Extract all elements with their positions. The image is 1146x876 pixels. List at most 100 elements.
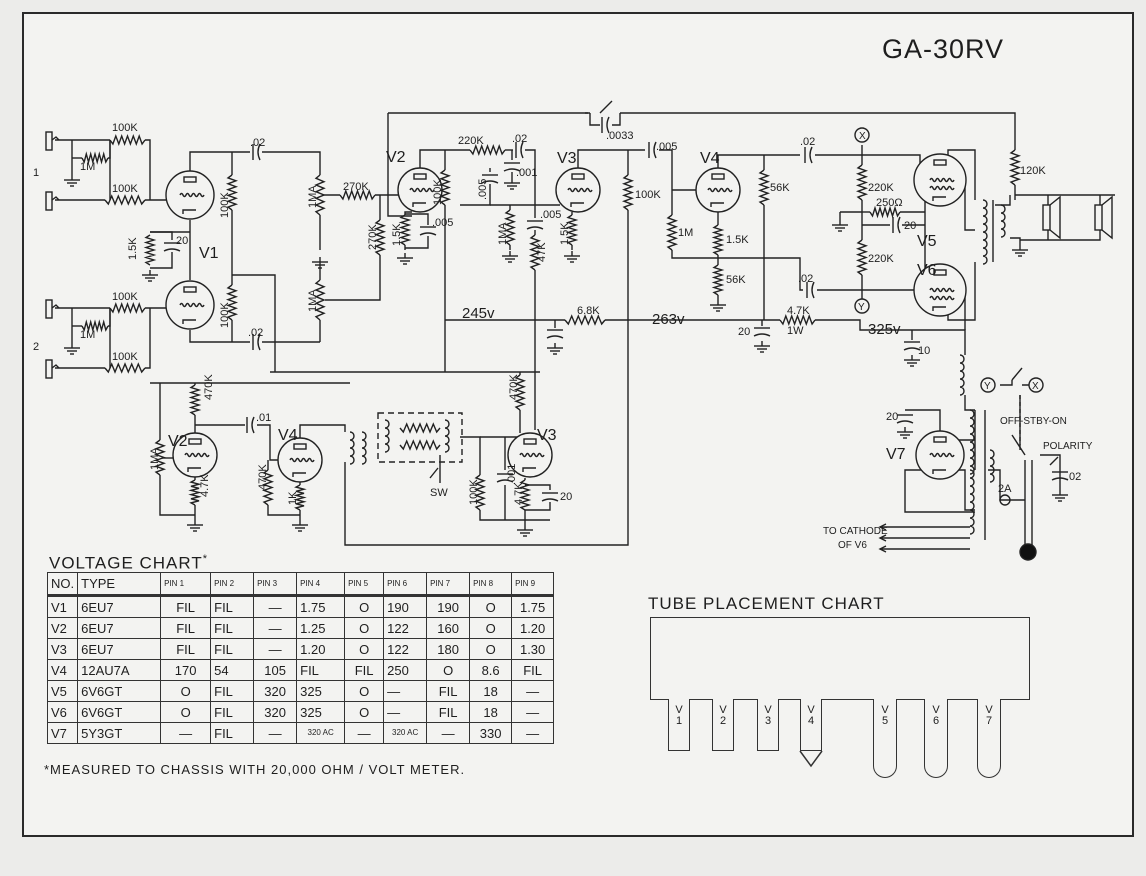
transformer-coil <box>361 431 367 465</box>
component-label: 1.5K <box>726 234 749 246</box>
ground-icon <box>754 341 770 353</box>
wire <box>717 154 800 168</box>
tube-v7 <box>915 430 965 480</box>
table-cell: V6 <box>46 701 79 723</box>
component-label: 100K <box>112 183 138 195</box>
component-label: OFF-STBY-ON <box>1000 416 1067 427</box>
resistor-symbol <box>665 214 679 251</box>
ground-icon <box>292 520 308 532</box>
resistor-symbol <box>104 362 146 374</box>
wire <box>262 151 321 175</box>
component-label: .02 <box>798 273 813 285</box>
resistor-symbol <box>565 214 579 246</box>
tube-number: 7 <box>985 715 993 727</box>
tube-v3 <box>555 167 601 213</box>
ground-icon <box>142 270 158 282</box>
component-label: V3 <box>537 427 557 444</box>
component-label: .02 <box>248 327 263 339</box>
wire <box>671 250 803 291</box>
ground-icon <box>1052 490 1068 502</box>
component-label: V5 <box>917 233 937 250</box>
component-label: V4 <box>278 427 298 444</box>
power-plug-icon <box>1019 543 1037 561</box>
component-label: 1.5K <box>391 223 403 246</box>
component-label: 4.7K <box>787 305 810 317</box>
table-cell: 1.20 <box>511 617 555 639</box>
wire <box>1010 237 1021 245</box>
component-label: X <box>1032 381 1039 392</box>
component-label: V2 <box>386 149 406 166</box>
resistor-symbol <box>373 219 387 256</box>
component-label: 245v <box>462 305 495 322</box>
table-cell: 122 <box>383 617 428 639</box>
component-label: .005 <box>432 217 453 229</box>
input-jack-icon[interactable] <box>45 359 60 379</box>
wire <box>325 255 381 301</box>
transformer-coil <box>444 419 450 453</box>
component-label: 250Ω <box>876 197 903 209</box>
ground-icon <box>710 300 726 312</box>
wire <box>344 210 629 546</box>
transformer-coil <box>989 449 995 483</box>
resistor-symbol <box>621 174 635 211</box>
table-cell: 190 <box>383 595 428 618</box>
wire <box>1000 380 1013 386</box>
resistor-symbol <box>81 151 109 165</box>
tube-v4 <box>695 167 741 213</box>
transformer-coil <box>969 409 975 475</box>
table-cell: FIL <box>210 722 255 744</box>
resistor-symbol <box>564 314 606 326</box>
reverb-switch-icon[interactable] <box>429 467 441 483</box>
component-label: 470K <box>257 464 269 490</box>
ground-icon <box>187 520 203 532</box>
wire <box>419 149 470 168</box>
component-label: .001 <box>506 464 518 485</box>
resistor-symbol <box>528 234 542 271</box>
table-cell: — <box>160 722 212 744</box>
connection-point-icon <box>854 127 870 143</box>
capacitor-symbol <box>419 226 437 236</box>
component-label: 6.8K <box>577 305 600 317</box>
capacitor-symbol <box>252 143 261 161</box>
wire <box>620 112 1016 150</box>
resistor-symbol <box>153 439 167 476</box>
capacitor-symbol <box>896 414 914 424</box>
resistor-symbol <box>711 264 725 296</box>
tube-v1b <box>165 280 215 330</box>
transformer-coil <box>384 419 390 453</box>
component-label: V3 <box>557 150 577 167</box>
transformer-coil <box>959 354 965 396</box>
ground-icon <box>547 343 563 355</box>
component-label: 1.5K <box>127 237 139 260</box>
input-jack-icon[interactable] <box>45 131 60 151</box>
capacitor-symbol <box>526 220 544 230</box>
fuse-icon[interactable] <box>999 494 1011 506</box>
input-jack-icon[interactable] <box>45 299 60 319</box>
bright-switch-icon[interactable] <box>585 100 621 126</box>
tube-v6 <box>913 263 967 317</box>
wire <box>1020 230 1101 241</box>
tube-placement-title: TUBE PLACEMENT CHART <box>648 594 885 613</box>
wire <box>405 213 429 225</box>
component-label: 100K <box>112 291 138 303</box>
table-cell: V4 <box>46 659 79 681</box>
capacitor-symbol <box>246 416 255 434</box>
component-label: .02 <box>800 136 815 148</box>
capacitor-symbol <box>252 333 261 351</box>
wire <box>947 262 976 321</box>
capacitor-symbol <box>601 116 610 134</box>
voltage-chart-footnote: *MEASURED TO CHASSIS WITH 20,000 OHM / V… <box>44 762 466 777</box>
input-jack-icon[interactable] <box>45 191 60 211</box>
column-header: TYPE <box>77 572 162 597</box>
voltage-chart-title: VOLTAGE CHART* <box>49 553 208 574</box>
column-header: PIN 5 <box>344 572 385 597</box>
standby-switch-icon[interactable] <box>1011 367 1029 445</box>
resistor-symbol <box>1008 149 1022 186</box>
table-cell: 180 <box>426 638 471 660</box>
capacitor-symbol <box>903 341 921 351</box>
